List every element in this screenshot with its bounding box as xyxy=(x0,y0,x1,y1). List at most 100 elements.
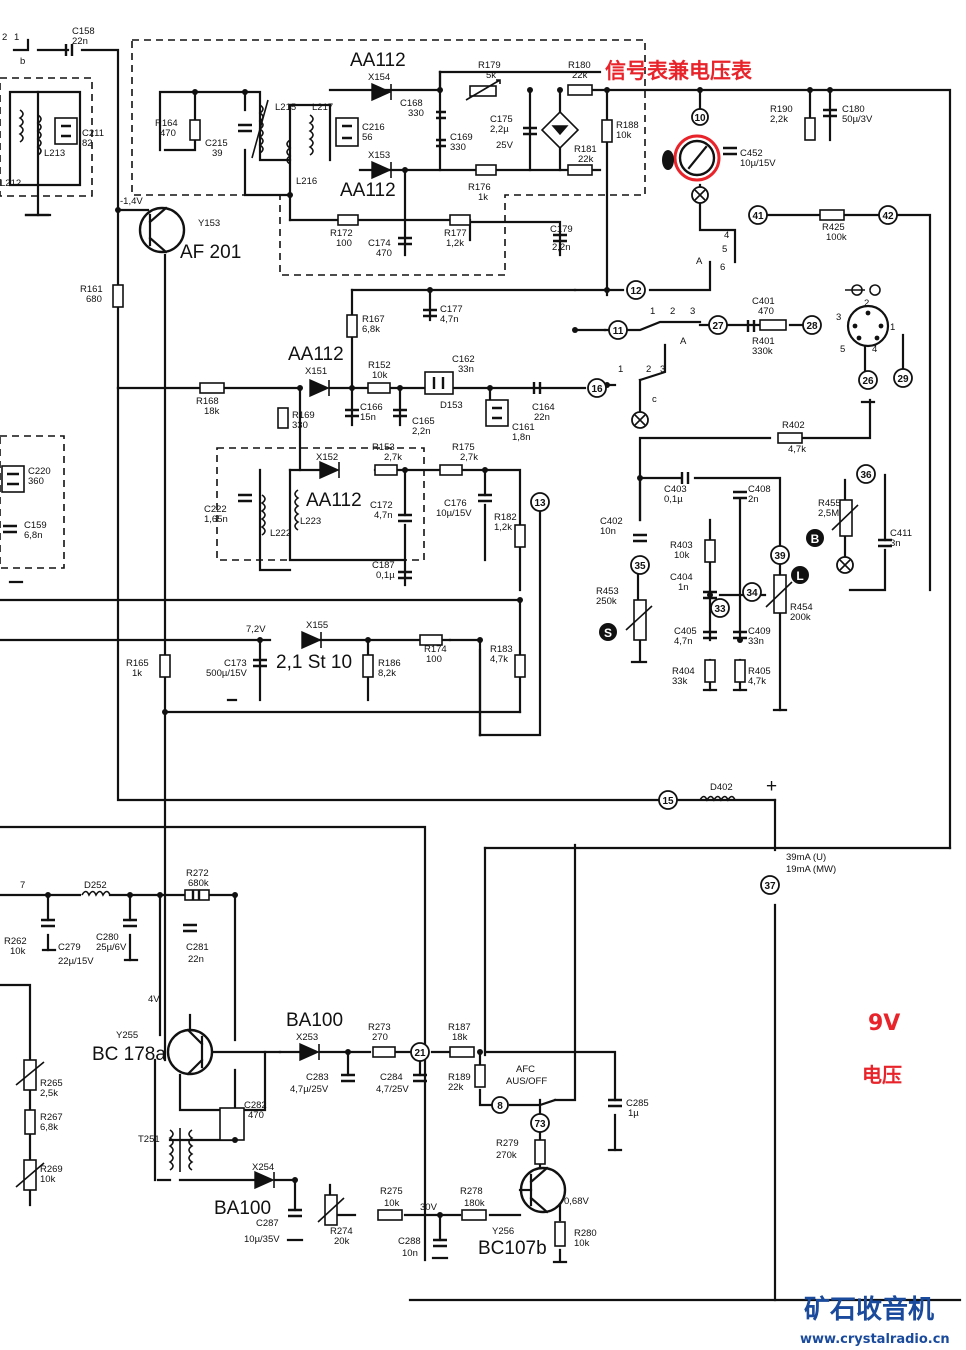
svg-text:1,8n: 1,8n xyxy=(512,432,531,443)
terminals: 10 11 12 13 15 16 21 26 27 28 29 33 34 3… xyxy=(410,108,913,1133)
svg-text:2,2n: 2,2n xyxy=(552,242,571,253)
inductors xyxy=(18,99,736,1172)
svg-text:27: 27 xyxy=(712,321,724,332)
resistor-r182 xyxy=(514,524,526,548)
svg-text:1n: 1n xyxy=(678,582,689,593)
svg-text:R275: R275 xyxy=(380,1186,403,1197)
resistor-r152 xyxy=(367,382,391,394)
svg-text:R402: R402 xyxy=(782,420,805,431)
svg-text:680: 680 xyxy=(86,294,102,305)
svg-text:C211: C211 xyxy=(82,128,104,139)
svg-text:4: 4 xyxy=(724,230,729,241)
svg-text:2,7k: 2,7k xyxy=(384,452,402,463)
svg-text:0,68V: 0,68V xyxy=(564,1196,589,1207)
svg-text:10µ/15V: 10µ/15V xyxy=(740,158,776,169)
svg-text:29: 29 xyxy=(897,374,909,385)
resistor-r177 xyxy=(449,214,471,226)
svg-text:X153: X153 xyxy=(368,150,390,161)
resistor-r190 xyxy=(804,117,816,141)
svg-text:BC107b: BC107b xyxy=(478,1238,547,1259)
svg-text:R181: R181 xyxy=(574,144,597,155)
svg-text:82: 82 xyxy=(82,138,93,149)
svg-text:12: 12 xyxy=(630,286,642,297)
resistor-r272 xyxy=(184,889,210,901)
svg-text:L222: L222 xyxy=(270,528,291,539)
svg-text:R161: R161 xyxy=(80,284,103,295)
svg-text:L: L xyxy=(796,569,803,583)
svg-text:1,2k: 1,2k xyxy=(494,522,512,533)
svg-text:R272: R272 xyxy=(186,868,209,879)
svg-text:C402: C402 xyxy=(600,516,623,527)
svg-text:270: 270 xyxy=(372,1032,388,1043)
svg-text:R176: R176 xyxy=(468,182,491,193)
watermark: 矿石收音机 www.crystalradio.cn xyxy=(800,1294,950,1347)
svg-text:AA112: AA112 xyxy=(340,180,396,201)
svg-text:10k: 10k xyxy=(40,1174,56,1185)
svg-text:25V: 25V xyxy=(496,140,514,151)
svg-text:S: S xyxy=(604,626,612,640)
resistor-r174 xyxy=(419,634,443,646)
svg-text:100: 100 xyxy=(426,654,442,665)
svg-text:AF 201: AF 201 xyxy=(180,242,241,263)
filter-c161 xyxy=(485,399,509,427)
svg-text:R401: R401 xyxy=(752,336,775,347)
svg-text:L213: L213 xyxy=(44,148,65,159)
terminal-13: 13 xyxy=(530,492,550,512)
terminal-34: 34 xyxy=(742,582,762,602)
svg-text:10k: 10k xyxy=(384,1198,400,1209)
svg-text:6,8k: 6,8k xyxy=(40,1122,58,1133)
svg-text:7: 7 xyxy=(20,880,25,891)
svg-text:37: 37 xyxy=(764,881,776,892)
terminal-27: 27 xyxy=(708,315,728,335)
svg-text:4,7n: 4,7n xyxy=(440,314,459,325)
svg-text:c: c xyxy=(652,394,657,405)
svg-text:0,1µ: 0,1µ xyxy=(376,570,395,581)
svg-text:22n: 22n xyxy=(72,36,88,47)
pot-r453 xyxy=(633,599,647,641)
voltage-value-annotation: 9V xyxy=(868,1011,900,1036)
svg-text:C409: C409 xyxy=(748,626,771,637)
svg-text:21: 21 xyxy=(414,1048,426,1059)
svg-text:R153: R153 xyxy=(372,442,395,453)
resistor-r280 xyxy=(554,1221,566,1247)
component-labels: C158 22n 2 1 b C211 82 L213 L212 R164 47… xyxy=(0,26,912,1259)
svg-text:30V: 30V xyxy=(420,1202,438,1213)
svg-text:R187: R187 xyxy=(448,1022,471,1033)
resistor-r401 xyxy=(759,319,787,331)
resistor-r167 xyxy=(346,314,358,338)
svg-text:1k: 1k xyxy=(478,192,488,203)
svg-text:41: 41 xyxy=(752,211,764,222)
svg-text:2,1 St 10: 2,1 St 10 xyxy=(276,652,352,673)
transistor-y153 xyxy=(138,206,186,254)
svg-text:10µ/35V: 10µ/35V xyxy=(244,1234,280,1245)
filter-c282 xyxy=(219,1107,245,1141)
filter-d153 xyxy=(424,371,454,395)
svg-text:2: 2 xyxy=(864,298,869,309)
svg-text:2,7k: 2,7k xyxy=(460,452,478,463)
svg-text:270k: 270k xyxy=(496,1150,517,1161)
svg-text:100k: 100k xyxy=(826,232,847,243)
svg-text:C284: C284 xyxy=(380,1072,403,1083)
svg-text:1: 1 xyxy=(890,322,895,333)
svg-text:C281: C281 xyxy=(186,942,209,953)
terminal-21: 21 xyxy=(410,1042,430,1062)
svg-text:C220: C220 xyxy=(28,466,51,477)
svg-text:330: 330 xyxy=(450,142,466,153)
svg-text:22k: 22k xyxy=(572,70,588,81)
svg-text:R164: R164 xyxy=(155,118,178,129)
svg-text:2,5M: 2,5M xyxy=(818,508,839,519)
svg-text:C288: C288 xyxy=(398,1236,421,1247)
svg-text:330: 330 xyxy=(408,108,424,119)
svg-text:C159: C159 xyxy=(24,520,47,531)
svg-text:C179: C179 xyxy=(550,224,573,235)
svg-text:10k: 10k xyxy=(10,946,26,957)
svg-text:R175: R175 xyxy=(452,442,475,453)
svg-text:C215: C215 xyxy=(205,138,228,149)
resistor-r402 xyxy=(777,432,803,444)
svg-text:16: 16 xyxy=(591,384,603,395)
svg-text:+: + xyxy=(766,776,777,797)
svg-text:2,5k: 2,5k xyxy=(40,1088,58,1099)
svg-text:C401: C401 xyxy=(752,296,775,307)
svg-text:1: 1 xyxy=(618,364,623,375)
